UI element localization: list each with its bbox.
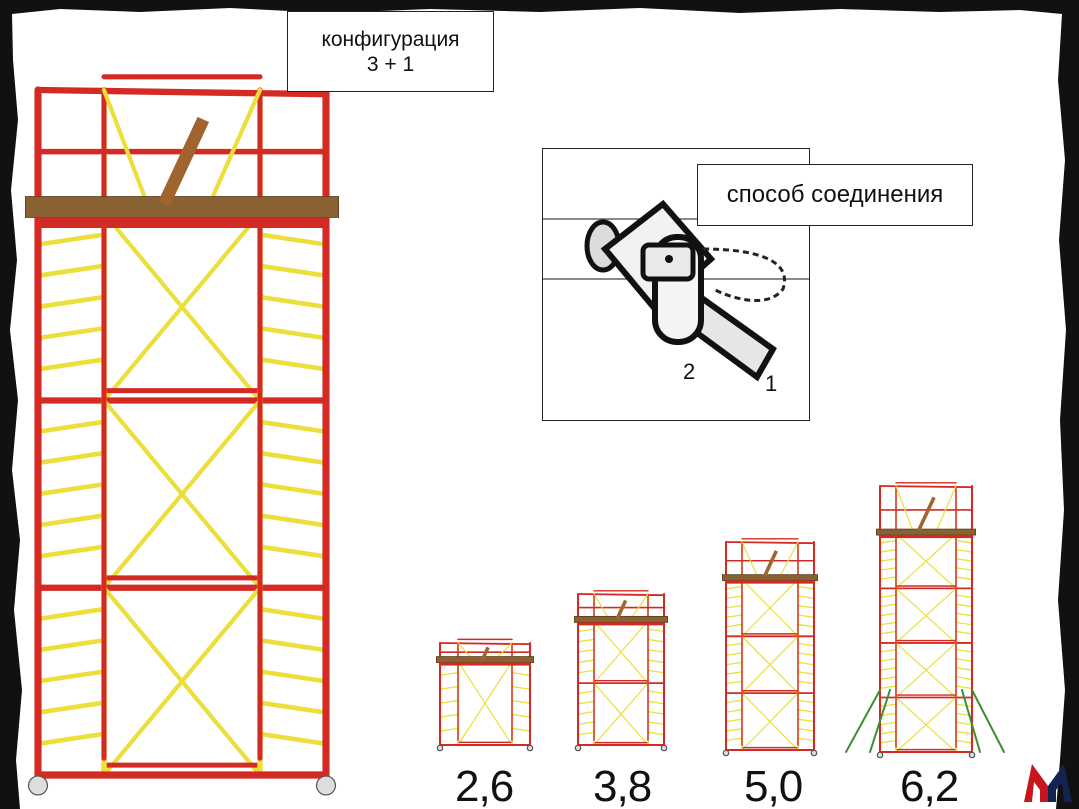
height-label-3-8: 3,8 xyxy=(593,762,652,809)
callout-2-label: 2 xyxy=(683,359,695,384)
callout-1-label: 1 xyxy=(765,371,777,396)
m-logo-icon xyxy=(1024,764,1072,802)
coupling-clamp-illustration: 2 1 xyxy=(543,199,809,396)
height-label-5-0: 5,0 xyxy=(744,762,803,809)
configuration-value: 3 + 1 xyxy=(366,52,415,76)
height-label-2-6: 2,6 xyxy=(455,762,514,809)
joint-method-label-box: способ соединения xyxy=(697,164,973,226)
joint-method-label: способ соединения xyxy=(726,181,944,208)
configuration-label-box: конфигурация 3 + 1 xyxy=(287,11,494,92)
height-label-6-2: 6,2 xyxy=(900,762,959,809)
configuration-label: конфигурация xyxy=(321,27,460,51)
